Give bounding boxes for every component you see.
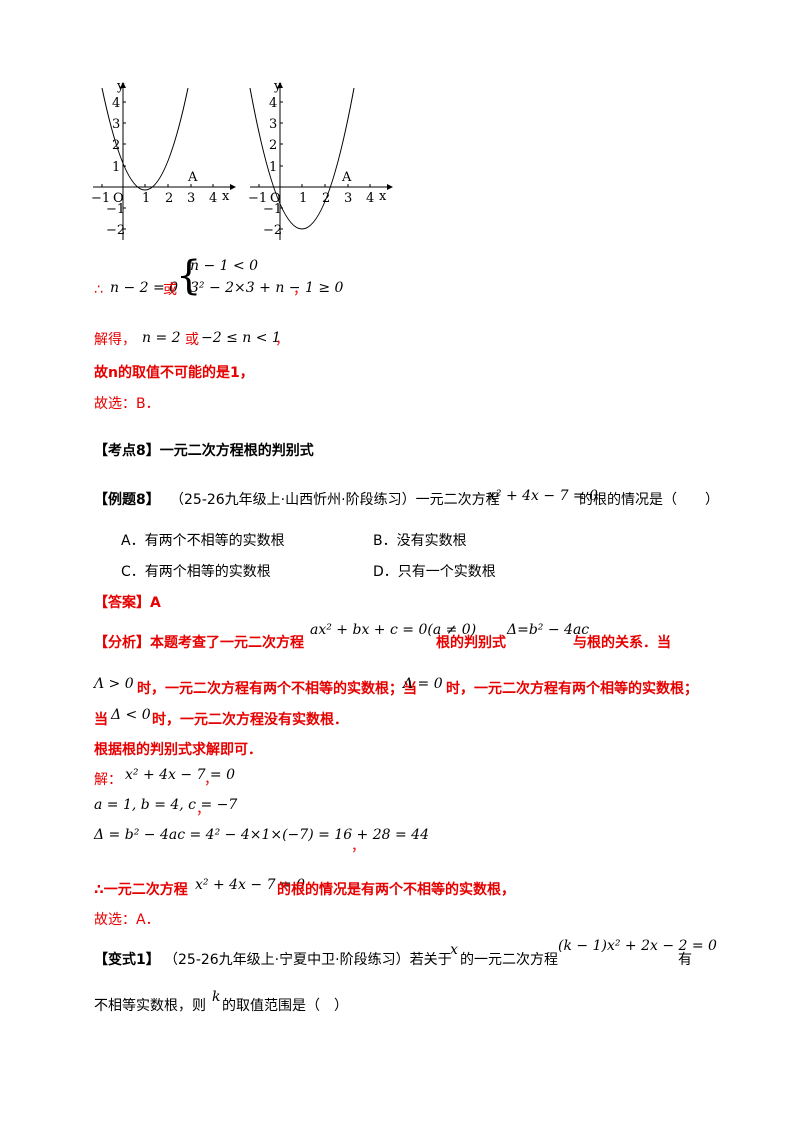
example-tag: 【例题8】 — [94, 492, 160, 508]
analysis-text: 根据根的判别式求解即可． — [94, 742, 262, 758]
solve-label: 解得， — [94, 332, 136, 348]
point-a-label: A — [341, 170, 352, 185]
x-tick-label: −1 — [248, 191, 267, 206]
system-brace: { — [176, 253, 202, 299]
solution-conclusion-equation: x² + 4x − 7 = 0 — [195, 877, 306, 893]
analysis-text: 时，一元二次方程有两个不相等的实数根；当 — [137, 681, 417, 697]
x-tick-label: 4 — [209, 191, 217, 206]
therefore-symbol: ∴ — [94, 282, 103, 298]
or-text: 或 — [185, 332, 199, 348]
parabola-graph-left: y x O −1 1 2 3 4 4 3 2 1 −1 −2 A — [91, 80, 236, 240]
variant-text: 有 — [678, 952, 692, 968]
solution-conclusion: ∴一元二次方程 — [94, 882, 188, 898]
variant-var-k: k — [212, 989, 221, 1005]
example-tail: 的根的情况是（ ） — [579, 492, 719, 508]
variant-text: 的一元二次方程 — [460, 952, 558, 968]
comma: ， — [275, 332, 289, 348]
comma: ， — [204, 772, 218, 788]
analysis-condition-negative: Δ < 0 — [111, 707, 151, 723]
y-axis-label: y — [116, 80, 125, 94]
solution-step-2: a = 1, b = 4, c = −7 — [94, 797, 238, 813]
x-tick-label: 1 — [142, 191, 150, 206]
variant-text: 不相等实数根，则 — [94, 998, 206, 1014]
choice-text: 故选：B． — [94, 396, 160, 412]
example-equation: x² + 4x − 7 = 0 — [488, 488, 599, 504]
system-case-1: n − 1 < 0 — [190, 258, 259, 274]
example-source: （25-26九年级上·山西忻州·阶段练习）一元二次方程 — [170, 492, 500, 508]
analysis-text: 【分析】本题考查了一元二次方程 — [94, 635, 304, 651]
x-tick-label: 1 — [299, 191, 307, 206]
y-axis-label: y — [273, 80, 282, 94]
solution-step-1: x² + 4x − 7 = 0 — [125, 767, 236, 783]
x-tick-label: 3 — [187, 191, 195, 206]
y-tick-label: 2 — [269, 138, 277, 153]
x-tick-label: 2 — [322, 191, 330, 206]
comma: ， — [351, 839, 365, 855]
solution-step-3: Δ = b² − 4ac = 4² − 4×1×(−7) = 16 + 28 =… — [94, 827, 429, 843]
analysis-discriminant: Δ=b² − 4ac — [507, 622, 590, 638]
point-a-label: A — [187, 170, 198, 185]
comma: ， — [293, 282, 307, 298]
solution-choice: 故选：A． — [94, 912, 160, 928]
origin-label: O — [113, 191, 124, 206]
x-tick-label: 4 — [366, 191, 374, 206]
y-tick-label: 2 — [112, 138, 120, 153]
conclusion-text: 故n的取值不可能的是1， — [94, 365, 254, 381]
parabola-graph-right: y x O −1 1 2 3 4 4 3 2 1 −1 −2 A — [248, 80, 393, 240]
equation-n-equals-2: n = 2 — [142, 330, 181, 346]
option-b: B．没有实数根 — [373, 533, 467, 549]
or-text: 或 — [163, 282, 177, 298]
y-tick-label: −2 — [263, 223, 282, 238]
analysis-general-equation: ax² + bx + c = 0(a ≠ 0) — [310, 622, 477, 638]
analysis-text: 当 — [94, 712, 108, 728]
analysis-text: 根的判别式 — [436, 635, 506, 651]
origin-label: O — [270, 191, 281, 206]
y-tick-label: 4 — [269, 96, 277, 111]
x-axis-label: x — [379, 189, 387, 204]
variant-var-x: x — [450, 942, 458, 958]
x-tick-label: −1 — [91, 191, 110, 206]
y-tick-label: 1 — [112, 160, 120, 175]
analysis-text: 与根的关系．当 — [573, 635, 671, 651]
y-tick-label: 4 — [112, 96, 120, 111]
analysis-text: 时，一元二次方程有两个相等的实数根； — [446, 681, 698, 697]
y-tick-label: −1 — [263, 202, 282, 217]
x-axis-label: x — [222, 189, 230, 204]
variant-equation: (k − 1)x² + 2x − 2 = 0 — [558, 938, 717, 954]
section-heading: 【考点8】一元二次方程根的判别式 — [94, 443, 314, 459]
analysis-condition-positive: Λ > 0 — [94, 676, 134, 692]
variant-tag: 【变式1】 — [94, 952, 160, 968]
x-tick-label: 3 — [344, 191, 352, 206]
inequality-n-range: −2 ≤ n < 1 — [201, 330, 281, 346]
equation-n-minus-2: n − 2 = 0 — [110, 280, 179, 296]
system-case-2: 3² − 2×3 + n − 1 ≥ 0 — [190, 280, 344, 296]
variant-text: 的取值范围是（ ） — [222, 998, 348, 1014]
answer-text: 【答案】A — [94, 595, 161, 611]
y-tick-label: 3 — [269, 117, 277, 132]
y-tick-label: 1 — [269, 160, 277, 175]
solution-label: 解： — [94, 772, 122, 788]
comma: ， — [196, 802, 210, 818]
y-tick-label: −1 — [106, 202, 125, 217]
option-a: A．有两个不相等的实数根 — [121, 533, 285, 549]
y-tick-label: 3 — [112, 117, 120, 132]
analysis-text: 时，一元二次方程没有实数根． — [152, 712, 348, 728]
option-d: D．只有一个实数根 — [373, 564, 496, 580]
y-tick-label: −2 — [106, 223, 125, 238]
option-c: C．有两个相等的实数根 — [121, 564, 271, 580]
x-tick-label: 2 — [165, 191, 173, 206]
analysis-condition-zero: Λ = 0 — [403, 676, 443, 692]
solution-conclusion: 的根的情况是有两个不相等的实数根， — [277, 882, 515, 898]
variant-source: （25-26九年级上·宁夏中卫·阶段练习）若关于 — [164, 952, 452, 968]
